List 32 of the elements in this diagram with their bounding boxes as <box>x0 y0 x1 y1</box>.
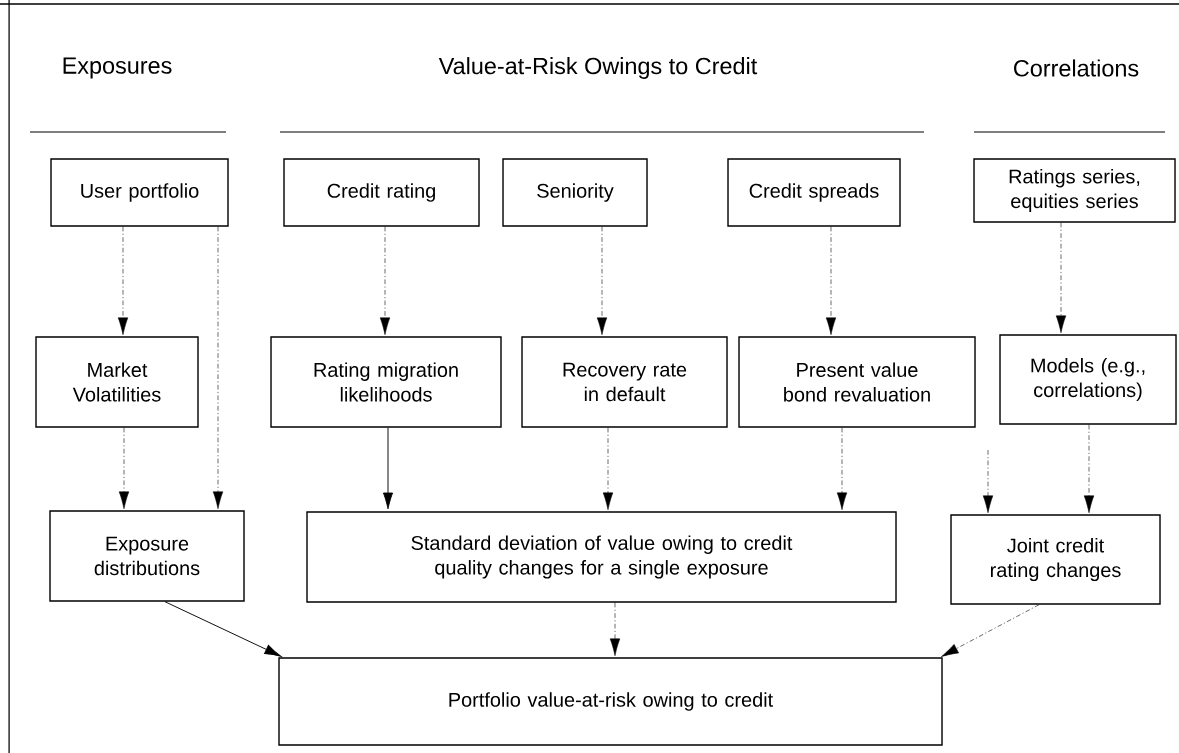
process-box: Standard deviation of value owing to credit quality changes for a single exposure <box>306 511 897 603</box>
process-box: Exposure distributions <box>49 510 245 602</box>
arrow <box>1083 424 1095 513</box>
arrow <box>596 226 608 335</box>
arrow <box>382 427 394 510</box>
process-box: Seniority <box>502 158 648 227</box>
process-box: User portfolio <box>50 158 229 227</box>
arrow <box>1055 222 1067 333</box>
process-box: Present value bond revaluation <box>738 336 976 428</box>
arrow <box>164 601 282 657</box>
column-heading: Correlations <box>1014 59 1139 77</box>
column-heading: Exposures <box>63 57 172 79</box>
process-box: Models (e.g., correlations) <box>999 334 1177 425</box>
arrow <box>836 427 848 510</box>
process-box: Credit spreads <box>727 158 901 227</box>
arrow <box>118 427 130 509</box>
arrow <box>609 602 621 656</box>
process-box: Portfolio value-at-risk owing to credit <box>278 657 943 746</box>
process-box: Ratings series, equities series <box>973 158 1176 223</box>
process-box: Joint credit rating changes <box>950 514 1161 605</box>
arrow <box>941 604 1040 657</box>
process-box: Market Volatilities <box>35 336 199 428</box>
arrow <box>117 226 129 335</box>
process-box: Recovery rate in default <box>521 336 728 428</box>
process-box: Credit rating <box>283 158 480 227</box>
process-box: Rating migration likelihoods <box>270 336 502 428</box>
arrow <box>602 427 614 510</box>
arrow <box>379 226 391 335</box>
arrow <box>982 449 994 513</box>
arrow <box>212 226 224 509</box>
column-heading: Value-at-Risk Owings to Credit <box>438 57 758 79</box>
arrow <box>825 226 837 335</box>
